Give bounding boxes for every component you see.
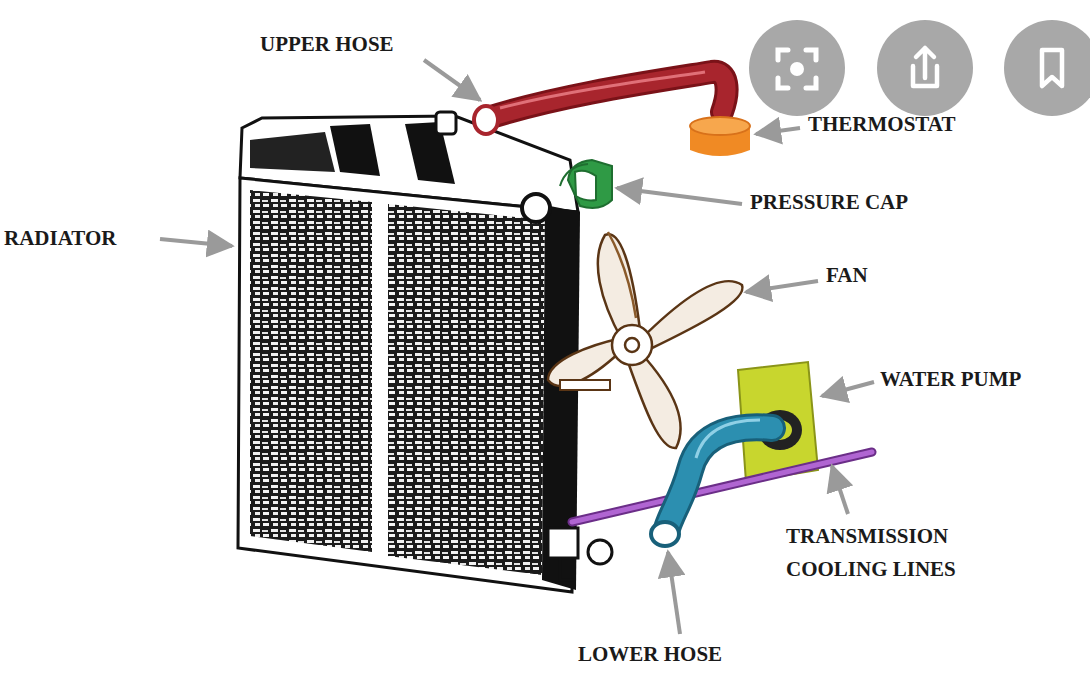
radiator-drawing (238, 112, 612, 592)
ui-icons (749, 20, 1090, 116)
part-label: FAN (826, 259, 868, 292)
radiator-side-tank (542, 205, 580, 590)
part-label: LOWER HOSE (578, 638, 722, 671)
lower-hose-drawing (651, 420, 772, 546)
thermostat-drawing (690, 117, 750, 156)
transmission-lines-drawing (572, 452, 872, 522)
leader-arrow (160, 239, 232, 246)
bookmark-button (1004, 20, 1090, 116)
filler-neck (436, 112, 456, 134)
part-label: PRESSURE CAP (750, 186, 908, 219)
lens-button (749, 20, 845, 116)
leader-arrow (756, 128, 800, 134)
radiator-frame (238, 178, 578, 592)
upper-hose-drawing (474, 72, 727, 134)
drain-fitting (548, 528, 578, 558)
pressure-cap-drawing (560, 160, 612, 208)
leader-arrow (832, 466, 848, 514)
leader-arrows (160, 60, 874, 634)
part-label: RADIATOR (4, 222, 116, 255)
fan-drawing (548, 232, 743, 448)
share-button (877, 20, 973, 116)
part-label: THERMOSTAT (808, 108, 955, 141)
leader-arrow (668, 552, 680, 634)
part-label: TRANSMISSION COOLING LINES (786, 520, 1016, 585)
radiator-core-left (250, 190, 372, 552)
part-label: WATER PUMP (880, 363, 1021, 396)
leader-arrow (822, 382, 874, 396)
leader-arrow (424, 60, 480, 100)
radiator-core-right (388, 204, 545, 575)
leader-arrow (617, 188, 742, 204)
part-label: UPPER HOSE (260, 28, 394, 61)
leader-arrow (746, 281, 818, 292)
